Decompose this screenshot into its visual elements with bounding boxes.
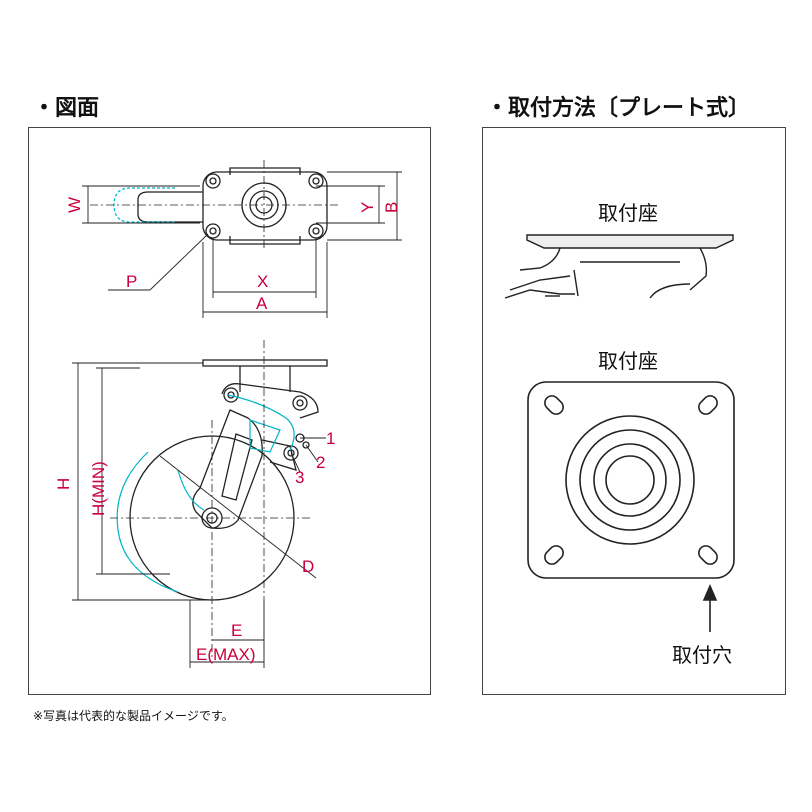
seat-label-plan: 取付座: [598, 349, 658, 373]
mounting-side-illustration: [504, 234, 734, 299]
x-label: X: [257, 272, 268, 291]
mounting-heading: ・取付方法〔プレート式〕: [486, 96, 751, 121]
w-label: W: [65, 197, 84, 213]
top-view: [137, 167, 328, 245]
e-label: E: [231, 621, 242, 640]
number-1: 1: [326, 429, 335, 448]
top-plate: [202, 171, 328, 241]
hole-arrow: [702, 583, 718, 632]
y-label: Y: [358, 202, 377, 213]
h-label: H: [54, 478, 73, 490]
mount-hole-br: [698, 545, 718, 565]
h-min-label: H(MIN): [89, 461, 108, 516]
mount-hole-tl: [544, 395, 564, 415]
a-label: A: [256, 294, 268, 313]
mounting-frame: [482, 127, 786, 695]
drawing-heading: ・図面: [33, 96, 100, 121]
mount-hole-bl: [544, 545, 564, 565]
drawing-frame: [28, 127, 431, 695]
number-3: 3: [295, 468, 304, 487]
p-label: P: [126, 272, 137, 291]
plate-outline: [527, 381, 735, 579]
mounting-plate-plan: [527, 381, 735, 579]
footnote: ※写真は代表的な製品イメージです。: [33, 709, 234, 723]
b-label: B: [382, 202, 401, 213]
hole-label: 取付穴: [672, 643, 732, 667]
mount-hole-tr: [698, 395, 718, 415]
number-2: 2: [316, 453, 325, 472]
d-label: D: [302, 557, 314, 576]
e-max-label: E(MAX): [196, 645, 256, 664]
seat-label-top: 取付座: [598, 201, 658, 225]
